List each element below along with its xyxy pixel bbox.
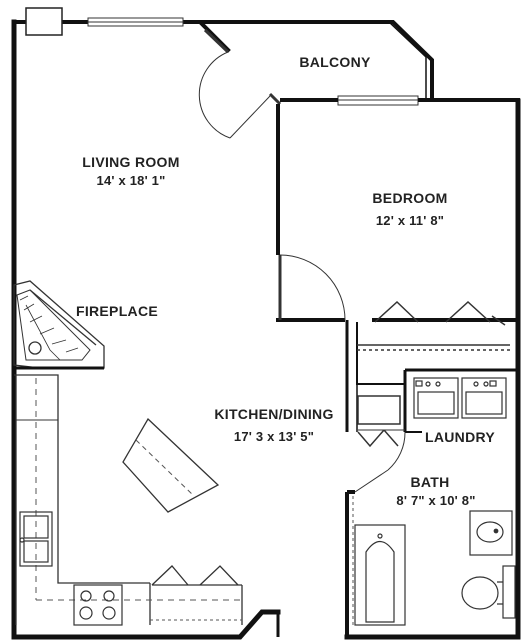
kitchen-island [122,417,220,513]
closet-doors [374,300,506,326]
kitchen-sink-icon [19,511,53,567]
laundry-label: LAUNDRY [424,429,496,445]
toilet-icon [461,565,516,619]
kitchen-dining-dimensions: 17' 3 x 13' 5" [233,429,315,444]
dryer-icon [461,377,507,419]
window-living [87,17,184,27]
interior-walls [276,98,518,637]
kitchen-dining-label: KITCHEN/DINING [214,406,334,422]
chimney-box [25,7,63,36]
exterior-walls [11,19,521,640]
balcony-door [198,28,282,139]
fireplace-label: FIREPLACE [75,303,159,319]
living-room-label: LIVING ROOM [82,154,180,170]
bedroom-label: BEDROOM [372,190,448,206]
bedroom-dimensions: 12' x 11' 8" [375,213,445,228]
window-bedroom [337,95,419,106]
washer-icon [413,377,459,419]
bath-door [354,429,406,493]
balcony-label: BALCONY [299,54,371,70]
laundry-doors [357,395,401,448]
bath-label: BATH [410,474,450,490]
pantry-doors [150,565,243,625]
fireplace-icon [13,280,105,370]
bath-dimensions: 8' 7" x 10' 8" [396,493,476,508]
kitchen-counters [14,374,151,625]
living-room-dimensions: 14' x 18' 1" [96,173,166,188]
bathtub-icon [354,524,406,626]
closet-shelf [357,344,510,351]
bedroom-door [278,254,346,321]
stove-icon [73,584,123,626]
sink-icon [469,510,513,556]
